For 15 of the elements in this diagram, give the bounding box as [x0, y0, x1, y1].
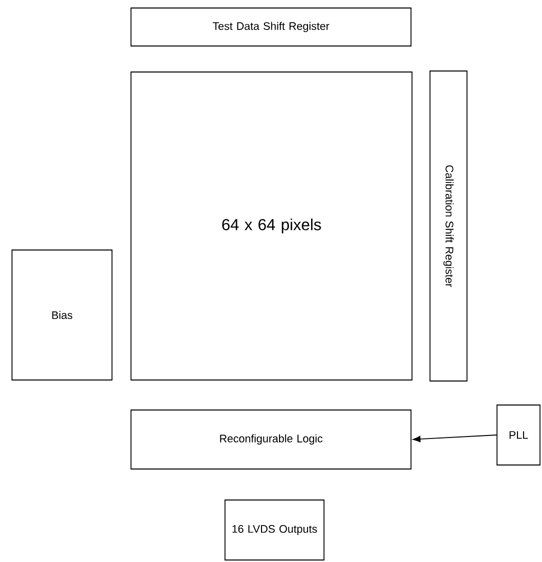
- block-box: [12, 250, 112, 380]
- block-box: [130, 410, 412, 470]
- block-label: 64 x 64 pixels: [222, 218, 321, 234]
- block-box: [224, 500, 324, 560]
- block-box: [496, 404, 540, 466]
- block-label: Test Data Shift Register: [212, 22, 330, 32]
- block-box: [130, 8, 412, 46]
- block-box: [130, 72, 412, 380]
- block-label: Calibration Shift Register: [443, 165, 454, 287]
- block-label: PLL: [510, 431, 528, 439]
- block-label: 16 LVDS Outputs: [232, 525, 317, 535]
- block-label: Reconfigurable Logic: [220, 434, 322, 445]
- block-label: Bias: [52, 310, 72, 320]
- arrow: [412, 434, 497, 442]
- block-box: [430, 70, 468, 382]
